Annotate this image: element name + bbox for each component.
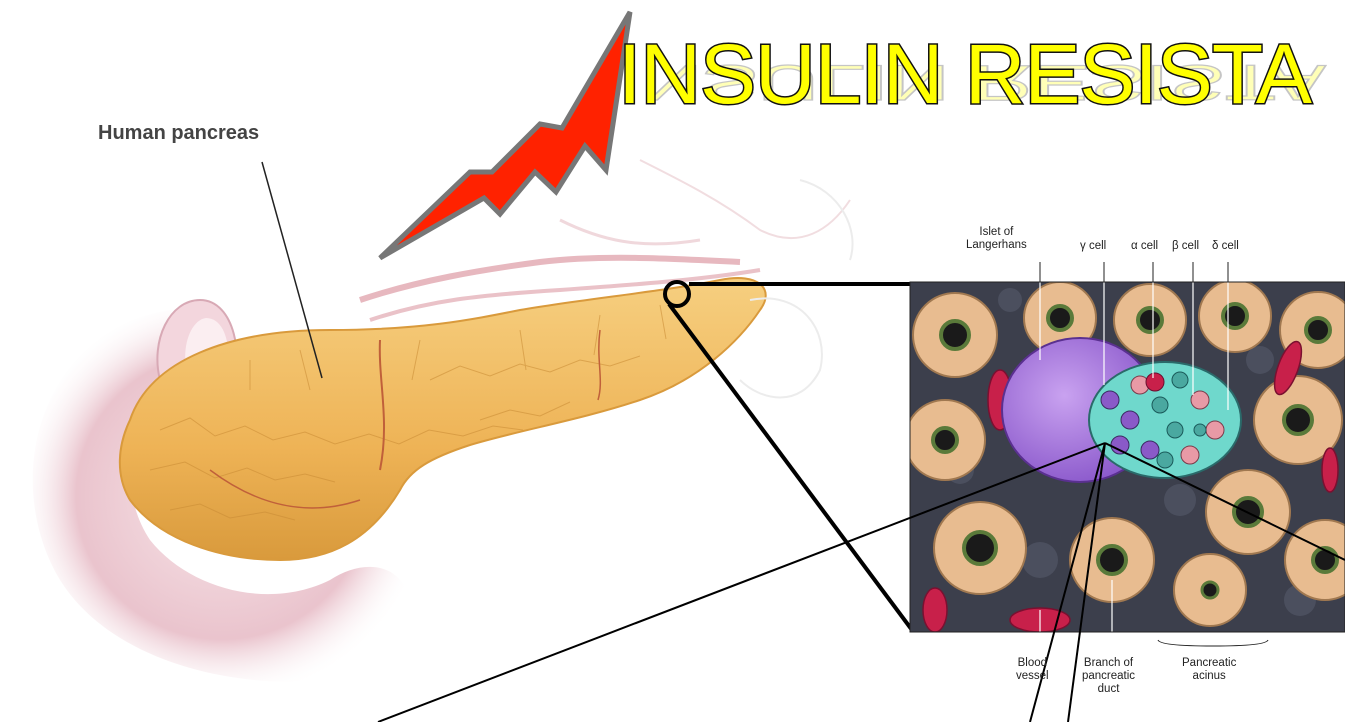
gamma-cell-label: γ cell: [1080, 240, 1106, 253]
islet-of-langerhans-label: Islet of Langerhans: [966, 226, 1027, 252]
slide-title: INSULIN RESISTA: [618, 32, 1311, 116]
acinus-label-line2: acinus: [1182, 670, 1236, 683]
zoom-line-bottom: [669, 304, 912, 630]
beta-cell-label: β cell: [1172, 240, 1199, 253]
islet-label-line1: Islet of: [966, 226, 1027, 239]
branch-label-line1: Branch of: [1082, 657, 1135, 670]
acinus-label-line1: Pancreatic: [1182, 657, 1236, 670]
branch-label-line2: pancreatic: [1082, 670, 1135, 683]
blood-vessel-label: Blood vessel: [1016, 657, 1049, 683]
islet-inset: [905, 258, 1345, 655]
branch-label-line3: duct: [1082, 683, 1135, 696]
islet-label-line2: Langerhans: [966, 239, 1027, 252]
pancreatic-acinus-label: Pancreatic acinus: [1182, 657, 1236, 683]
blood-label-line2: vessel: [1016, 670, 1049, 683]
lightning-bolt-icon: [380, 12, 630, 258]
pancreatic-duct-label: Branch of pancreatic duct: [1082, 657, 1135, 697]
alpha-cell-label: α cell: [1131, 240, 1158, 253]
blood-label-line1: Blood: [1016, 657, 1049, 670]
human-pancreas-label: Human pancreas: [98, 122, 259, 145]
delta-cell-label: δ cell: [1212, 240, 1239, 253]
